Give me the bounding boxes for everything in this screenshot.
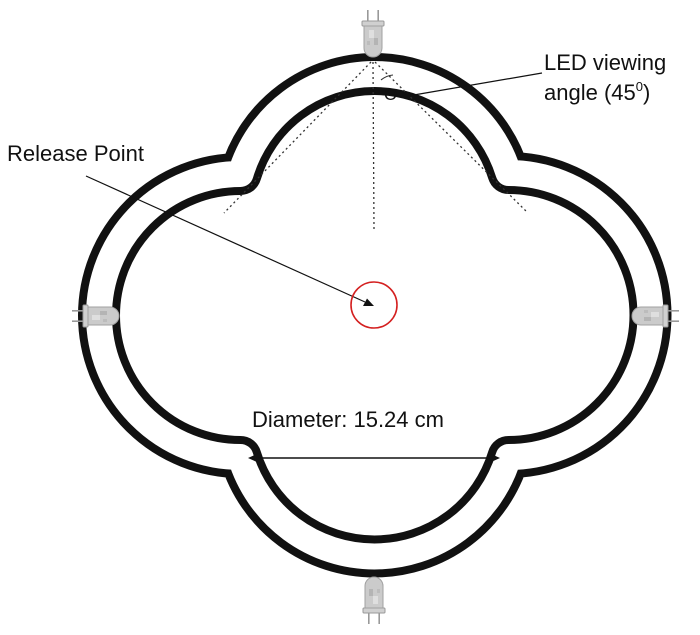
diameter-arrow bbox=[248, 453, 500, 463]
viewing-line-center bbox=[372, 61, 375, 231]
led-angle-arrow bbox=[400, 72, 543, 100]
led-label-line1: LED viewing bbox=[544, 50, 666, 75]
release-circle-icon bbox=[350, 281, 398, 329]
angle-arc bbox=[380, 74, 394, 81]
led-viewing-angle-label-2: angle (450) bbox=[544, 79, 650, 105]
led-icon bbox=[631, 304, 680, 328]
led-label-superscript: 0 bbox=[636, 79, 643, 94]
led-icon bbox=[362, 576, 386, 625]
led-label-close: ) bbox=[643, 80, 650, 105]
theta-symbol: Θ bbox=[384, 85, 397, 104]
led-label-line2: angle (45 bbox=[544, 80, 636, 105]
diameter-label: Diameter: 15.24 cm bbox=[252, 407, 444, 432]
release-point-label: Release Point bbox=[7, 141, 144, 166]
viewing-line-left bbox=[223, 61, 372, 214]
led-icon bbox=[361, 9, 385, 58]
led-viewing-angle-label: LED viewing bbox=[544, 50, 666, 75]
release-point-arrow bbox=[85, 175, 374, 306]
viewing-line-right bbox=[374, 61, 529, 214]
quatrefoil-ring bbox=[78, 53, 672, 578]
viewing-angle-lines bbox=[223, 61, 529, 231]
